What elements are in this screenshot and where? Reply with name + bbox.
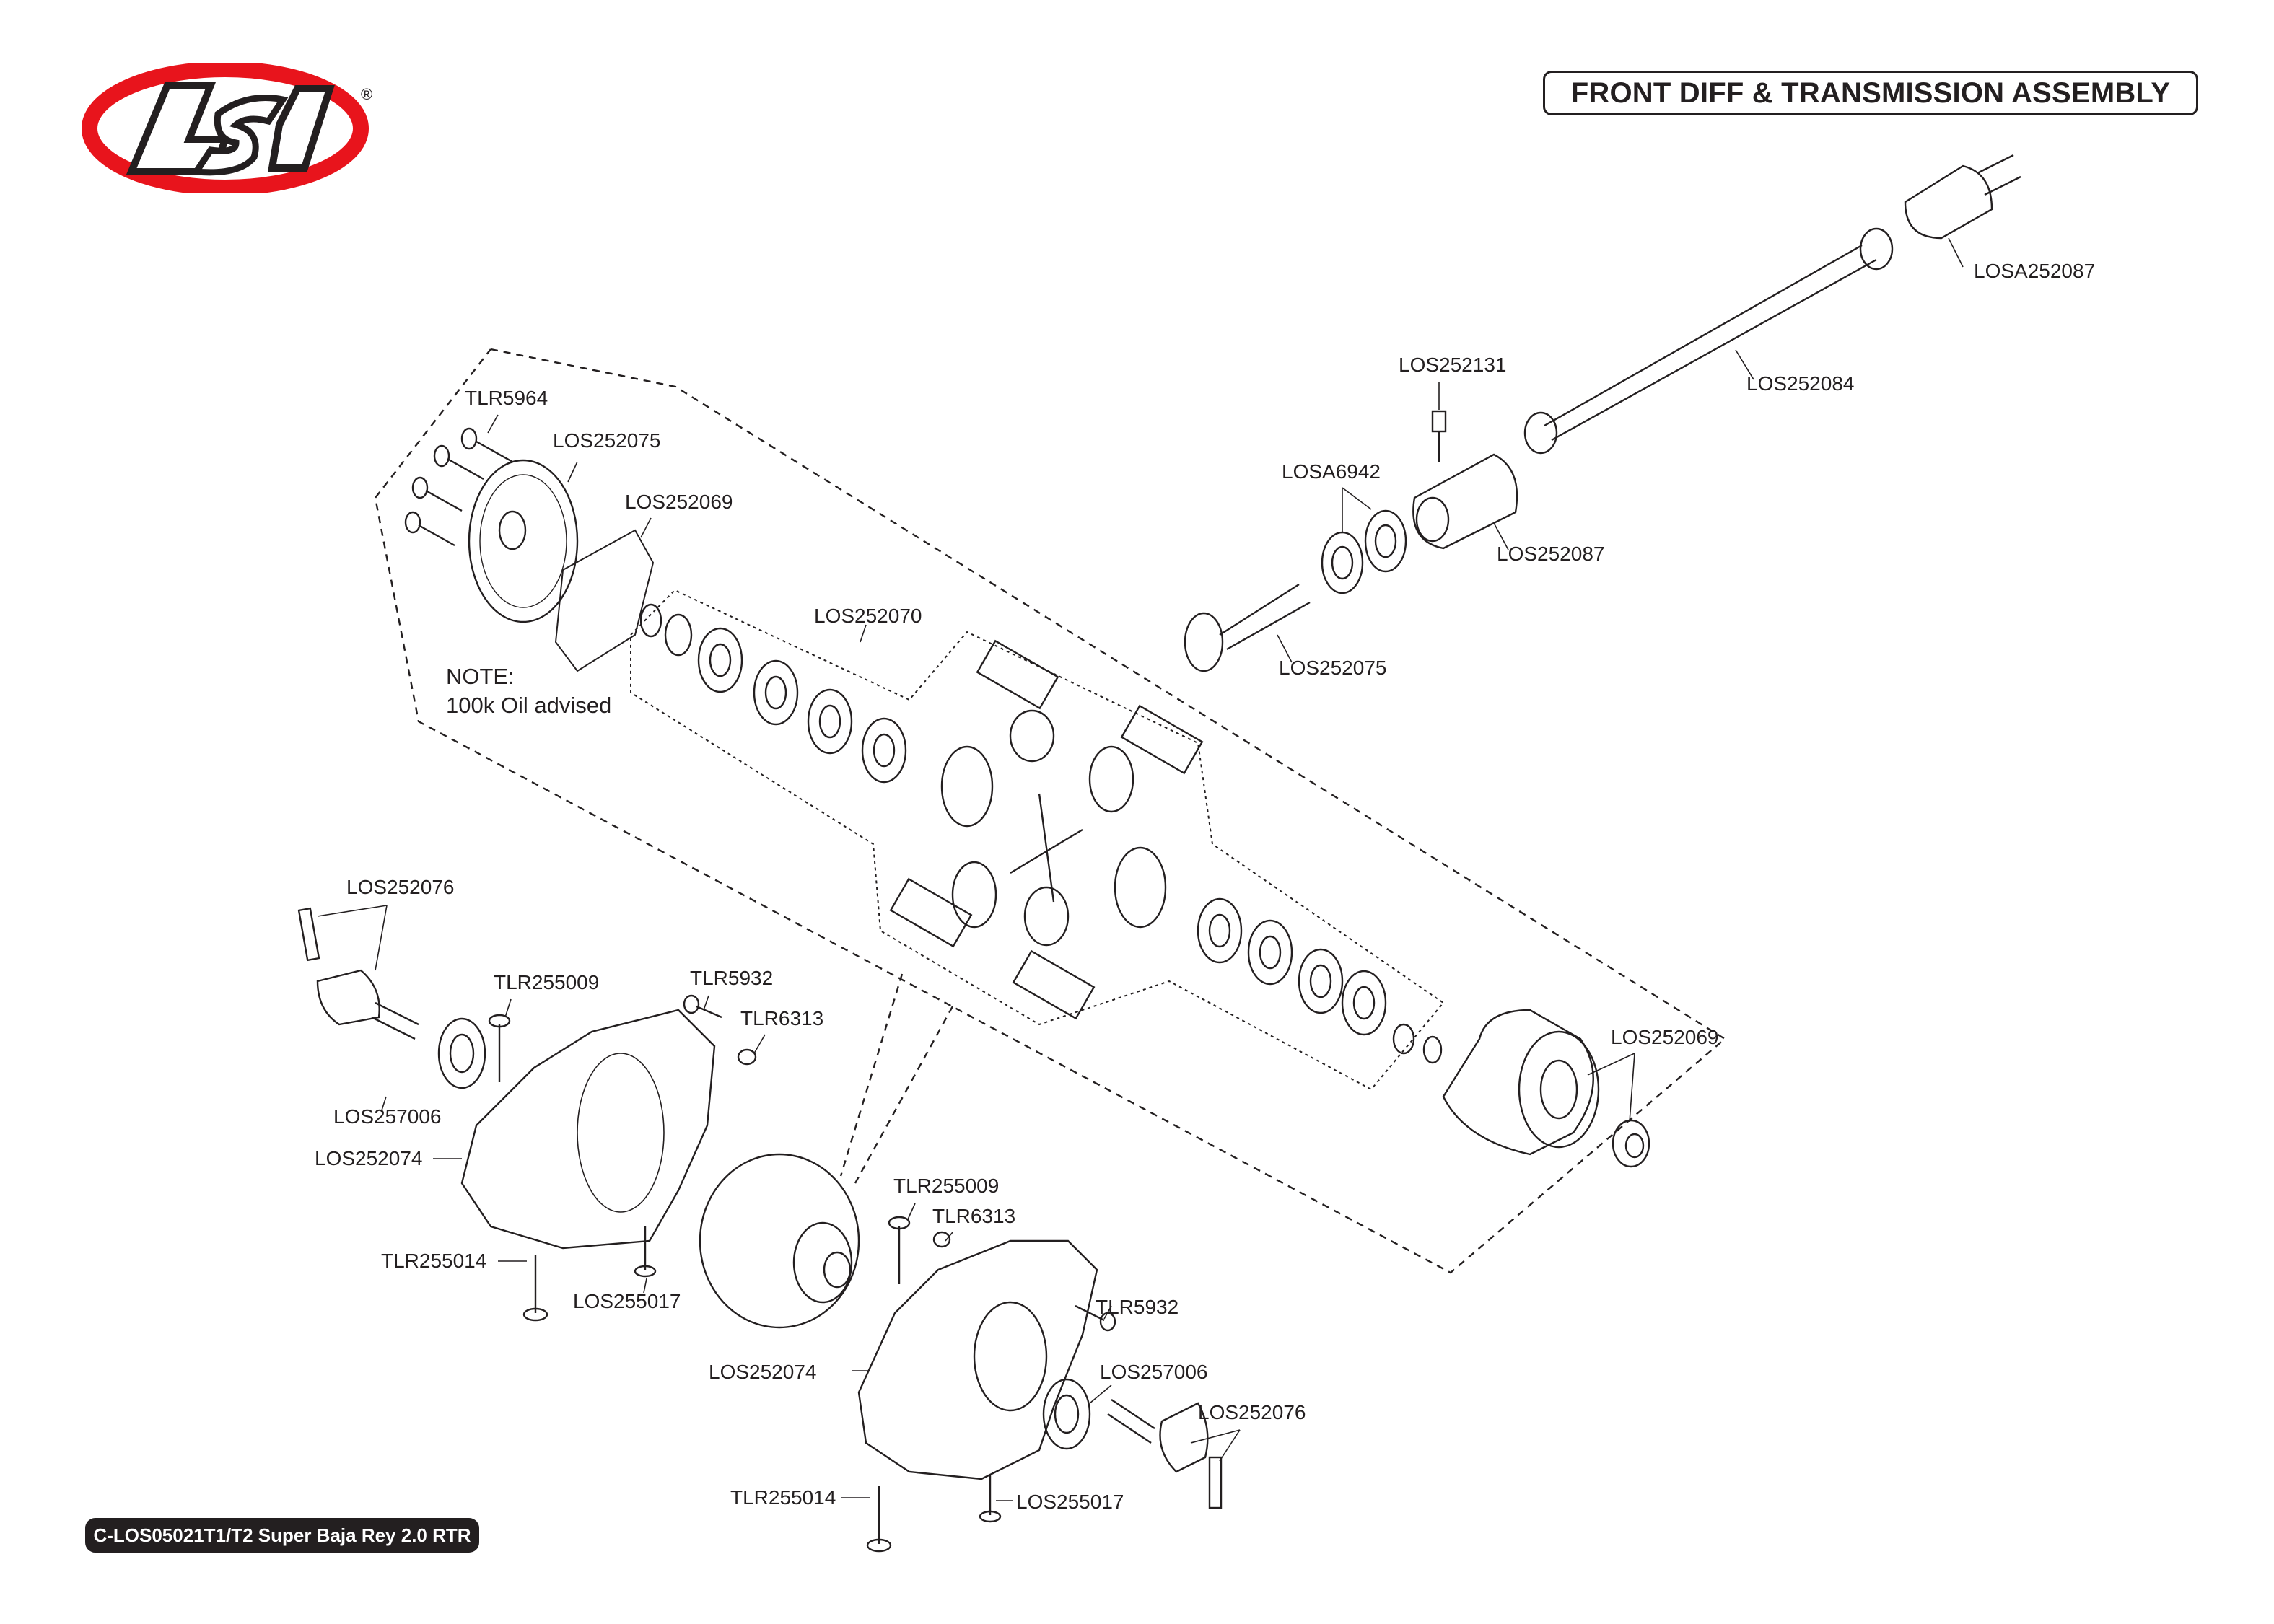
label-right-case-screw: TLR255009: [893, 1175, 1000, 1197]
note-text: 100k Oil advised: [446, 693, 612, 718]
label-left-bearing: LOS257006: [333, 1105, 442, 1128]
screws-tlr5964: [404, 427, 513, 547]
label-gasket: LOS252069: [625, 491, 733, 513]
left-outdrive: [297, 907, 486, 1089]
diff-internals-boundary: [630, 589, 1445, 1091]
label-left-cap-screw: TLR5932: [690, 967, 774, 989]
logo-graphic: [82, 61, 369, 196]
label-right-bearing: LOS257006: [1100, 1361, 1208, 1383]
clutch-stack-upper: [639, 603, 907, 784]
label-right-cap-screw: TLR5932: [1096, 1296, 1179, 1318]
label-outdrive-cup: LOSA252087: [1974, 260, 2096, 282]
pinion-gear: [1184, 583, 1311, 672]
label-bearings: LOSA6942: [1282, 460, 1381, 483]
diff-connector-2: [854, 1006, 954, 1184]
assembled-diff: [699, 1153, 860, 1329]
label-left-nut: TLR6313: [740, 1007, 824, 1030]
note-heading: NOTE:: [446, 664, 515, 689]
label-right-long-screw: TLR255014: [730, 1486, 836, 1509]
label-set-screw: LOS252131: [1399, 354, 1507, 376]
clutch-stack-lower: [1197, 897, 1443, 1064]
center-driveshaft: [1523, 227, 1894, 455]
label-right-nut: TLR6313: [932, 1205, 1016, 1227]
right-fasteners: [866, 1216, 1223, 1553]
page-title: FRONT DIFF & TRANSMISSION ASSEMBLY: [1543, 71, 2198, 115]
label-left-housing: LOS252074: [315, 1147, 423, 1169]
label-right-short-screw: LOS255017: [1016, 1491, 1124, 1513]
pinion-bearings: [1321, 509, 1407, 594]
label-right-housing: LOS252074: [709, 1361, 817, 1383]
label-pinion-gear: LOS252075: [1279, 657, 1387, 679]
label-diff-internals: LOS252070: [814, 605, 922, 627]
outdrive-losa252087: [1904, 154, 2021, 240]
diff-connector: [839, 973, 904, 1177]
set-screw: [1431, 410, 1447, 433]
label-ring-gear: LOS252075: [553, 429, 661, 452]
registered-mark: ®: [361, 85, 373, 103]
label-diff-case: LOS252069: [1611, 1026, 1719, 1048]
right-transmission-case: [857, 1239, 1098, 1480]
note-block: NOTE: 100k Oil advised: [446, 662, 611, 720]
label-left-case-screw: TLR255009: [494, 971, 600, 993]
label-right-outdrive: LOS252076: [1198, 1401, 1306, 1423]
ring-gear: [468, 459, 579, 623]
label-center-shaft: LOS252084: [1746, 372, 1855, 395]
diff-case: [1442, 1009, 1650, 1168]
label-left-outdrive: LOS252076: [346, 876, 455, 898]
gasket: [554, 529, 655, 672]
label-coupler: LOS252087: [1497, 543, 1605, 565]
left-fasteners: [488, 994, 757, 1322]
label-left-long-screw: TLR255014: [381, 1250, 487, 1272]
left-transmission-case: [460, 1009, 716, 1250]
diff-group-boundary: [374, 348, 1727, 1274]
label-screws: TLR5964: [465, 387, 548, 409]
leader-lines: [317, 237, 1964, 1501]
coupler: [1412, 453, 1518, 550]
losi-logo: [81, 61, 369, 196]
spider-gears: [889, 639, 1204, 1020]
label-left-short-screw: LOS255017: [573, 1290, 681, 1312]
model-footer-badge: C-LOS05021T1/T2 Super Baja Rey 2.0 RTR: [85, 1518, 479, 1553]
